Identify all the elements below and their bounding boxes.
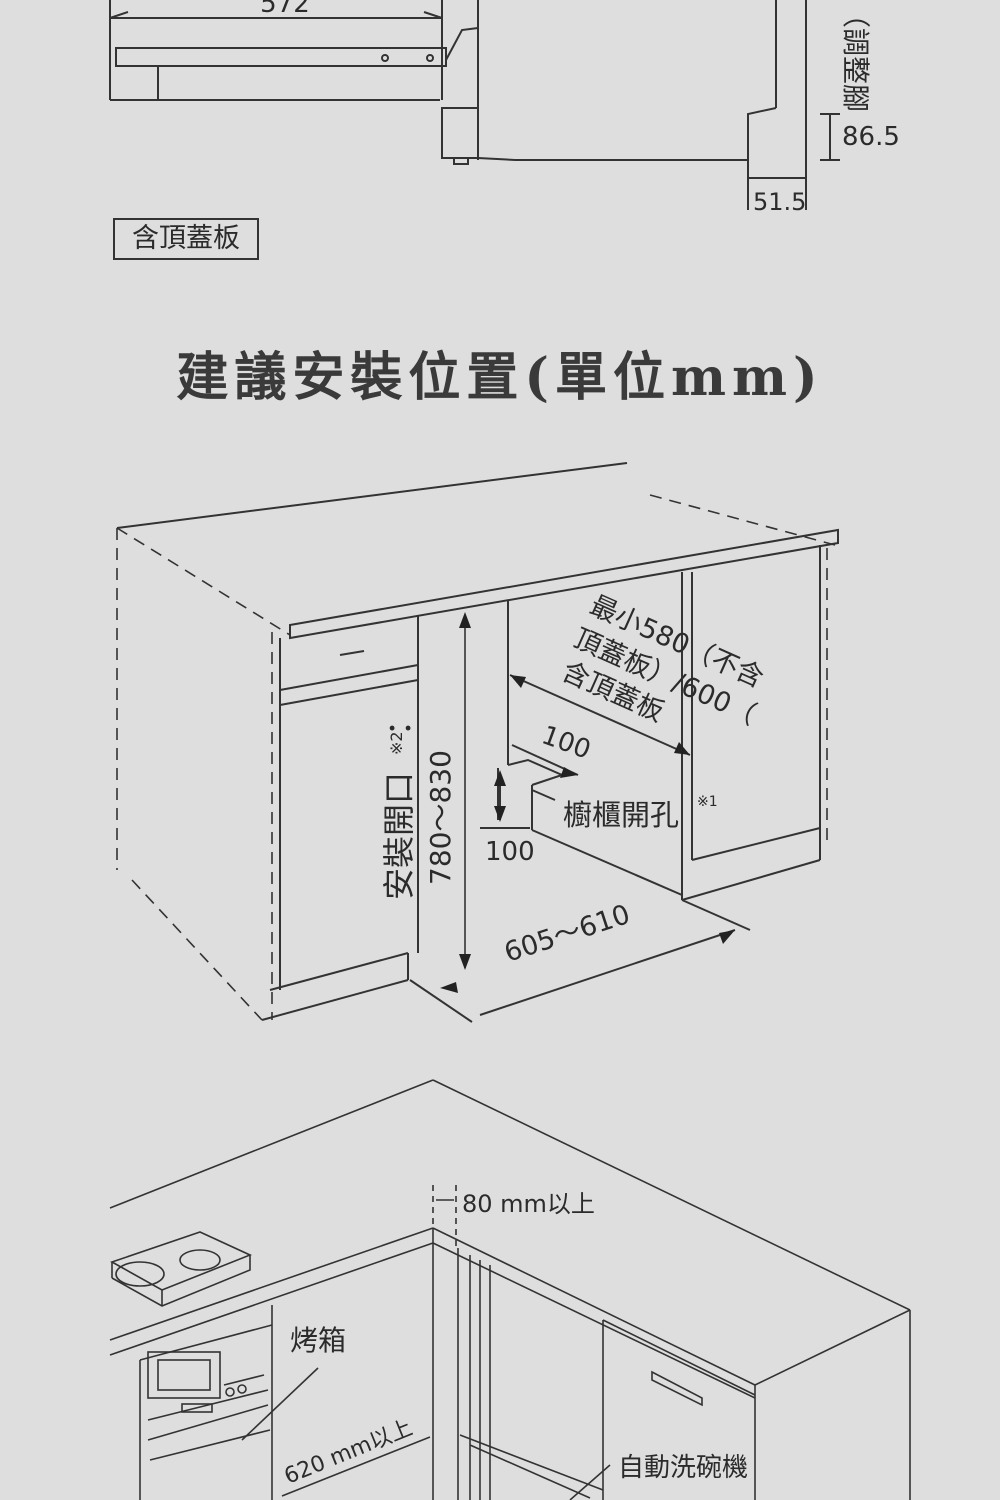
opening-colon: ： bbox=[380, 704, 418, 736]
opening-range: 780〜830 bbox=[424, 750, 457, 885]
opening-label: 安裝開口 bbox=[380, 772, 418, 900]
dim-offset-51-5: 51.5 bbox=[753, 188, 806, 216]
side-clearance-label: 620 mm以上 bbox=[281, 1415, 416, 1489]
dim-adjust-label: （調整腳 bbox=[839, 0, 872, 112]
cabinet-drawing bbox=[116, 462, 839, 1023]
cabinet-hole-label: 櫥櫃開孔 bbox=[563, 798, 679, 832]
dim-width-572: 572 bbox=[260, 0, 310, 19]
notch-height-label: 100 bbox=[485, 837, 535, 867]
notch-width-label: 100 bbox=[538, 720, 595, 765]
cabinet-hole-note: ※1 bbox=[697, 794, 718, 810]
oven-label: 烤箱 bbox=[290, 1324, 346, 1357]
dishwasher-label: 自動洗碗機 bbox=[618, 1453, 748, 1483]
opening-note: ※2 bbox=[387, 731, 406, 755]
width-range-label: 605〜610 bbox=[501, 899, 634, 969]
kitchen-drawing bbox=[109, 1079, 911, 1500]
clearance-label: 80 mm以上 bbox=[462, 1190, 595, 1218]
top-cover-label: 含頂蓋板 bbox=[113, 218, 259, 260]
dim-height-86-5: 86.5 bbox=[842, 122, 900, 152]
section-title: 建議安裝位置(單位mm) bbox=[176, 347, 824, 408]
top-drawing bbox=[109, 0, 840, 210]
